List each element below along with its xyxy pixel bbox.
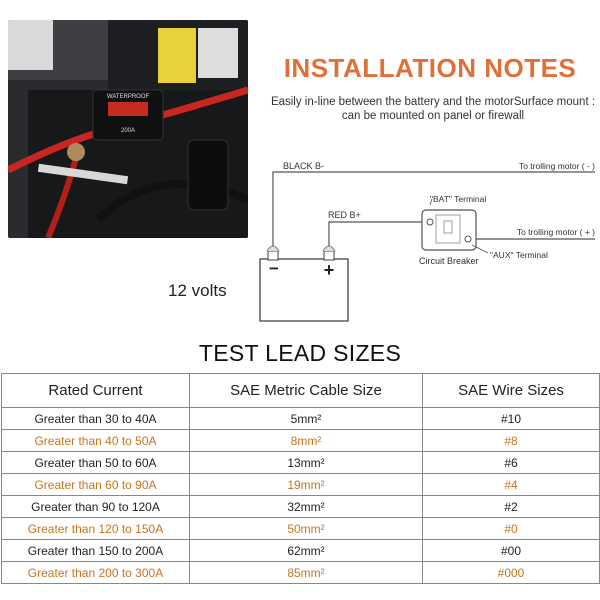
table-row: Greater than 120 to 150A 50mm² #0 xyxy=(1,517,600,540)
installation-notes-title: INSTALLATION NOTES xyxy=(283,53,577,83)
circuit-breaker-label: Circuit Breaker xyxy=(419,256,479,266)
cable-size-cell: 8mm² xyxy=(189,429,423,452)
table-header-row: Rated Current SAE Metric Cable Size SAE … xyxy=(1,373,600,408)
wire-size-cell: #00 xyxy=(422,539,600,562)
wire-size-cell: #2 xyxy=(422,495,600,518)
table-row: Greater than 60 to 90A 19mm² #4 xyxy=(1,473,600,496)
wire-size-cell: #10 xyxy=(422,407,600,430)
rated-current-cell: Greater than 30 to 40A xyxy=(1,407,190,430)
breaker-reset-lever xyxy=(108,102,148,116)
rated-current-cell: Greater than 50 to 60A xyxy=(1,451,190,474)
table-row: Greater than 50 to 60A 13mm² #6 xyxy=(1,451,600,474)
motor-positive-label: To trolling motor ( + ) xyxy=(517,227,595,237)
cable-size-cell: 13mm² xyxy=(189,451,423,474)
test-lead-sizes-table: Rated Current SAE Metric Cable Size SAE … xyxy=(1,373,600,584)
battery-positive-terminal xyxy=(323,250,335,261)
red-wire xyxy=(328,221,430,247)
table-row: Greater than 150 to 200A 62mm² #00 xyxy=(1,539,600,562)
wire-size-cell: #0 xyxy=(422,517,600,540)
coolant-reservoir xyxy=(8,20,53,70)
battery-warning-sticker xyxy=(158,28,196,83)
wire-size-cell: #8 xyxy=(422,429,600,452)
header-wire-size: SAE Wire Sizes xyxy=(422,373,600,408)
bat-terminal-label: "BAT" Terminal xyxy=(430,194,486,204)
header-metric-cable-size: SAE Metric Cable Size xyxy=(189,373,423,408)
header-rated-current: Rated Current xyxy=(1,373,190,408)
battery-terminal xyxy=(67,143,85,161)
aux-terminal-icon xyxy=(464,235,472,243)
wiring-diagram-svg: BLACK B- RED B+ To trolling motor ( - ) … xyxy=(259,161,595,322)
battery-minus-sign: − xyxy=(269,259,279,278)
wire-size-cell: #6 xyxy=(422,451,600,474)
cable-size-cell: 62mm² xyxy=(189,539,423,562)
battery-icon xyxy=(259,258,349,322)
rated-current-cell: Greater than 60 to 90A xyxy=(1,473,190,496)
rated-current-cell: Greater than 120 to 150A xyxy=(1,517,190,540)
battery-plus-sign: + xyxy=(324,260,335,280)
rated-current-cell: Greater than 40 to 50A xyxy=(1,429,190,452)
black-wire xyxy=(272,171,595,247)
table-row: Greater than 30 to 40A 5mm² #10 xyxy=(1,407,600,430)
rated-current-cell: Greater than 200 to 300A xyxy=(1,561,190,584)
motor-negative-label: To trolling motor ( - ) xyxy=(519,161,595,171)
wire-size-cell: #000 xyxy=(422,561,600,584)
installation-notes-text: Easily in-line between the battery and t… xyxy=(270,96,596,122)
black-wire-label: BLACK B- xyxy=(283,161,324,171)
breaker-rating-text: 200A xyxy=(121,128,135,134)
rated-current-cell: Greater than 150 to 200A xyxy=(1,539,190,562)
table-row: Greater than 90 to 120A 32mm² #2 xyxy=(1,495,600,518)
red-wire-label: RED B+ xyxy=(328,210,361,220)
rated-current-cell: Greater than 90 to 120A xyxy=(1,495,190,518)
table-row: Greater than 200 to 300A 85mm² #000 xyxy=(1,561,600,584)
bat-terminal-icon xyxy=(426,218,434,226)
cable-size-cell: 32mm² xyxy=(189,495,423,518)
cable-size-cell: 19mm² xyxy=(189,473,423,496)
breaker-sticker-text: WATERPROOF xyxy=(107,94,150,100)
battery-photo-illustration: WATERPROOF 200A xyxy=(8,20,248,238)
wiring-diagram: BLACK B- RED B+ To trolling motor ( - ) … xyxy=(250,155,600,340)
installation-photo: WATERPROOF 200A xyxy=(8,20,248,238)
zip-tie xyxy=(37,163,129,185)
cable-size-cell: 50mm² xyxy=(189,517,423,540)
wire-size-cell: #4 xyxy=(422,473,600,496)
aux-terminal-label: "AUX" Terminal xyxy=(490,250,548,260)
table-row: Greater than 40 to 50A 8mm² #8 xyxy=(1,429,600,452)
test-lead-sizes-title: TEST LEAD SIZES xyxy=(198,340,402,366)
battery-voltage-label: 12 volts xyxy=(168,281,227,300)
cable-size-cell: 85mm² xyxy=(189,561,423,584)
cable-size-cell: 5mm² xyxy=(189,407,423,430)
